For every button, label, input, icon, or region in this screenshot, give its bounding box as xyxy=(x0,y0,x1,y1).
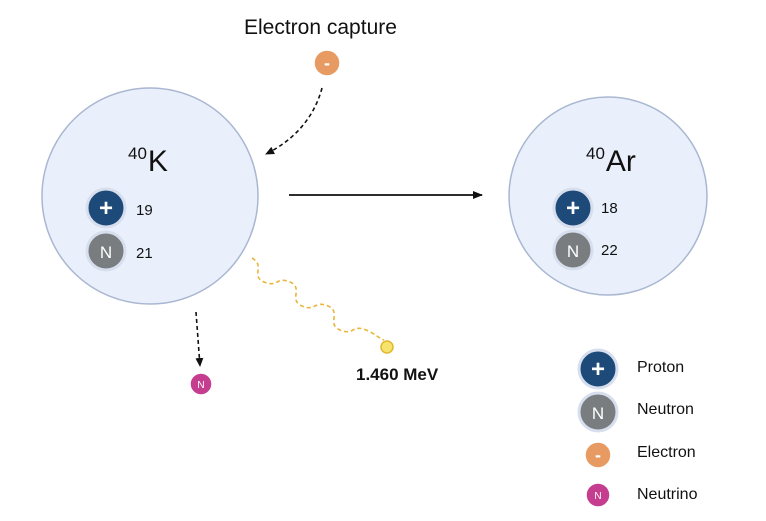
ar-neutron: N xyxy=(552,229,594,271)
argon-nucleus xyxy=(508,96,708,296)
emitted-neutrino: N xyxy=(189,372,213,396)
neutrino-emission-arrow xyxy=(195,311,204,367)
k-proton: + xyxy=(85,187,127,229)
diagram-title: Electron capture xyxy=(244,16,397,39)
argon-symbol: Ar xyxy=(605,145,636,178)
electron-capture-arrow xyxy=(265,87,323,155)
potassium-symbol: K xyxy=(147,145,168,178)
argon-isotope-label: 40Ar xyxy=(586,144,636,179)
ar-proton-count: 18 xyxy=(601,200,618,217)
legend: + Proton N Neutron - Electron N Neutrino xyxy=(577,348,698,508)
gamma-photon xyxy=(380,340,394,354)
neutrino-symbol: N xyxy=(594,491,601,502)
legend-neutron-swatch: N xyxy=(577,391,619,433)
legend-electron-swatch: - xyxy=(584,441,612,469)
legend-proton-label: Proton xyxy=(637,359,684,376)
potassium-mass-number: 40 xyxy=(128,144,147,163)
gamma-energy-label: 1.460 MeV xyxy=(356,365,439,384)
gamma-ray-wave xyxy=(251,257,385,341)
legend-neutrino-swatch: N xyxy=(585,482,611,508)
neutron-symbol: N xyxy=(100,243,112,262)
proton-symbol: + xyxy=(99,195,113,222)
legend-electron-label: Electron xyxy=(637,444,696,461)
potassium-isotope-label: 40K xyxy=(128,144,168,179)
neutron-symbol: N xyxy=(592,404,604,423)
neutron-symbol: N xyxy=(567,242,579,261)
electron-symbol: - xyxy=(324,53,330,73)
ar-neutron-count: 22 xyxy=(601,242,618,259)
k-neutron: N xyxy=(85,230,127,272)
argon-mass-number: 40 xyxy=(586,144,605,163)
neutrino-symbol: N xyxy=(197,380,204,391)
incoming-electron: - xyxy=(313,49,341,77)
legend-proton-swatch: + xyxy=(577,348,619,390)
electron-symbol: - xyxy=(595,445,601,465)
legend-neutron-label: Neutron xyxy=(637,401,694,418)
proton-symbol: + xyxy=(566,195,580,222)
proton-symbol: + xyxy=(591,356,605,383)
k-neutron-count: 21 xyxy=(136,245,153,262)
legend-neutrino-label: Neutrino xyxy=(637,486,698,503)
potassium-nucleus xyxy=(41,87,259,305)
k-proton-count: 19 xyxy=(136,202,153,219)
ar-proton: + xyxy=(552,187,594,229)
